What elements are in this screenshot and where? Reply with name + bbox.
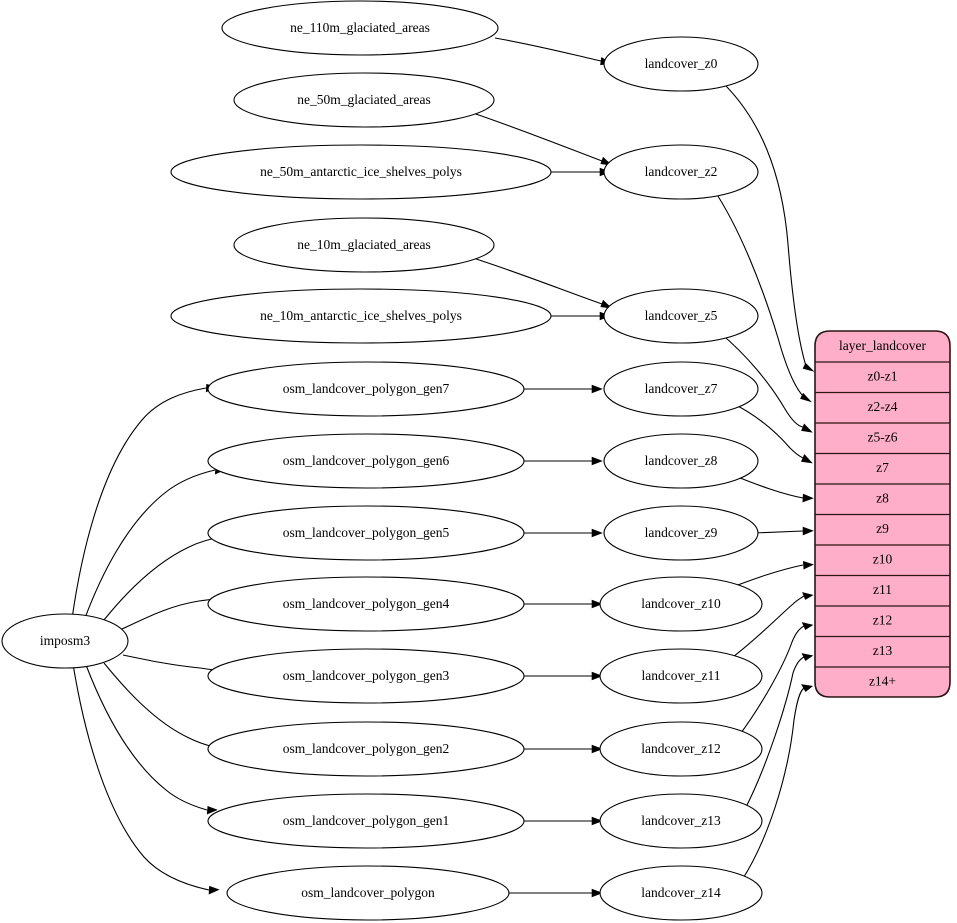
record-row-label: z11: [873, 582, 892, 597]
node-label: osm_landcover_polygon_gen5: [283, 525, 450, 540]
node-label: ne_50m_antarctic_ice_shelves_polys: [260, 164, 462, 179]
edge-gen6-to-z8: [524, 456, 603, 466]
record-row-label: z9: [876, 521, 889, 536]
record-row-label: z7: [876, 460, 889, 475]
node-landcover_z12[interactable]: landcover_z12: [599, 721, 763, 777]
node-label: osm_landcover_polygon_gen3: [283, 668, 450, 683]
node-label: ne_110m_glaciated_areas: [290, 20, 430, 35]
node-osm_landcover_polygon_gen6[interactable]: osm_landcover_polygon_gen6: [207, 433, 525, 489]
edge-z9-to-row-z9: [753, 526, 814, 536]
edge-z12-to-row-z12: [737, 622, 814, 738]
record-row-z14plus[interactable]: z14+: [869, 674, 896, 689]
node-landcover_z14[interactable]: landcover_z14: [599, 865, 763, 921]
record-row-z2-z4[interactable]: z2-z4: [815, 399, 950, 424]
node-landcover_z9[interactable]: landcover_z9: [603, 505, 759, 561]
edge-imposm3-to-polygon: [72, 663, 220, 895]
node-osm_landcover_polygon_gen3[interactable]: osm_landcover_polygon_gen3: [207, 648, 525, 704]
node-ne_110m_glaciated_areas[interactable]: ne_110m_glaciated_areas: [221, 0, 499, 56]
node-osm_landcover_polygon_gen7[interactable]: osm_landcover_polygon_gen7: [207, 361, 525, 417]
record-row-label: z2-z4: [868, 399, 898, 414]
node-label: landcover_z10: [641, 596, 721, 611]
edge-imposm3-to-gen1: [85, 664, 218, 815]
record-row-z5-z6[interactable]: z5-z6: [815, 430, 950, 455]
node-osm_landcover_polygon_gen5[interactable]: osm_landcover_polygon_gen5: [207, 505, 525, 561]
edge-gen3-to-z11: [524, 671, 603, 681]
node-landcover_z7[interactable]: landcover_z7: [603, 361, 759, 417]
node-ne_10m_glaciated_areas[interactable]: ne_10m_glaciated_areas: [233, 217, 495, 273]
edge-gen5-to-z9: [524, 528, 603, 538]
node-ne_10m_antarctic_ice_shelves_polys[interactable]: ne_10m_antarctic_ice_shelves_polys: [170, 288, 552, 344]
record-header-cell[interactable]: layer_landcover: [815, 338, 950, 363]
record-row-label: z14+: [869, 674, 896, 689]
edge-z5-to-row-z5z6: [718, 331, 813, 433]
node-landcover_z5[interactable]: landcover_z5: [603, 288, 759, 344]
record-row-z10[interactable]: z10: [815, 552, 950, 577]
node-landcover_z2[interactable]: landcover_z2: [603, 144, 759, 200]
record-row-z7[interactable]: z7: [815, 460, 950, 485]
node-label: osm_landcover_polygon_gen7: [283, 381, 450, 396]
edge-gen1-to-z13: [524, 816, 603, 826]
edge-gen2-to-z12: [524, 744, 603, 754]
landcover-node-group: landcover_z0 landcover_z2 landcover_z5 l…: [599, 36, 763, 921]
record-row-label: z12: [873, 613, 893, 628]
record-row-z11[interactable]: z11: [815, 582, 950, 607]
edge-z14-to-row-z14plus: [741, 684, 814, 881]
node-osm_landcover_polygon_gen4[interactable]: osm_landcover_polygon_gen4: [207, 576, 525, 632]
node-landcover_z8[interactable]: landcover_z8: [603, 433, 759, 489]
node-ne_50m_glaciated_areas[interactable]: ne_50m_glaciated_areas: [233, 72, 495, 128]
node-label: ne_50m_glaciated_areas: [297, 92, 430, 107]
node-label: imposm3: [40, 633, 91, 648]
record-row-z9[interactable]: z9: [815, 521, 950, 546]
node-label: osm_landcover_polygon_gen1: [283, 813, 449, 828]
record-row-label: z13: [873, 643, 893, 658]
node-imposm3[interactable]: imposm3: [1, 613, 129, 669]
node-label: landcover_z14: [641, 885, 721, 900]
osm-node-group: osm_landcover_polygon_gen7 osm_landcover…: [207, 361, 525, 921]
node-landcover_z10[interactable]: landcover_z10: [599, 576, 763, 632]
edge-z0-to-row-z0z1: [719, 79, 815, 372]
node-label: landcover_z7: [645, 381, 718, 396]
edge-z11-to-row-z11: [728, 592, 814, 661]
edge-z7-to-row-z7: [729, 401, 813, 464]
record-row-label: z5-z6: [868, 430, 898, 445]
node-label: landcover_z12: [641, 741, 720, 756]
node-label: ne_10m_glaciated_areas: [297, 237, 430, 252]
node-label: osm_landcover_polygon_gen2: [283, 741, 449, 756]
edge-gen4-to-z10: [524, 599, 603, 609]
record-row-z8[interactable]: z8: [815, 491, 950, 516]
node-label: ne_10m_antarctic_ice_shelves_polys: [260, 308, 462, 323]
record-row-label: z8: [876, 491, 889, 506]
natural-earth-node-group: ne_110m_glaciated_areas ne_50m_glaciated…: [170, 0, 552, 344]
node-label: osm_landcover_polygon: [301, 885, 435, 900]
edge-z13-to-row-z13: [744, 653, 814, 810]
edge-gen7-to-z7: [524, 384, 603, 394]
node-osm_landcover_polygon_gen1[interactable]: osm_landcover_polygon_gen1: [207, 793, 525, 849]
record-table-layer_landcover[interactable]: layer_landcover z0-z1 z2-z4 z5-z6 z7 z8 …: [814, 330, 951, 698]
node-label: landcover_z0: [645, 56, 718, 71]
record-row-z12[interactable]: z12: [815, 613, 950, 638]
node-label: landcover_z13: [641, 813, 721, 828]
node-label: landcover_z11: [642, 668, 721, 683]
node-osm_landcover_polygon[interactable]: osm_landcover_polygon: [226, 865, 510, 921]
node-ne_50m_antarctic_ice_shelves_polys[interactable]: ne_50m_antarctic_ice_shelves_polys: [170, 144, 552, 200]
edge-z2-to-row-z2z4: [713, 189, 812, 403]
node-osm_landcover_polygon_gen2[interactable]: osm_landcover_polygon_gen2: [207, 721, 525, 777]
edge-layer: [71, 37, 815, 898]
node-landcover_z11[interactable]: landcover_z11: [599, 648, 763, 704]
node-label: osm_landcover_polygon_gen4: [283, 596, 450, 611]
record-row-z13[interactable]: z13: [815, 643, 950, 668]
node-label: landcover_z9: [645, 525, 718, 540]
edge-polygon-to-z14: [509, 888, 603, 898]
node-landcover_z0[interactable]: landcover_z0: [603, 36, 759, 92]
node-label: landcover_z2: [645, 164, 718, 179]
node-label: landcover_z8: [645, 453, 718, 468]
record-row-z0-z1[interactable]: z0-z1: [815, 369, 950, 394]
node-landcover_z13[interactable]: landcover_z13: [599, 793, 763, 849]
record-row-label: z10: [873, 552, 893, 567]
record-header-label: layer_landcover: [839, 338, 926, 353]
record-row-label: z0-z1: [868, 369, 898, 384]
node-label: landcover_z5: [645, 308, 718, 323]
node-label: osm_landcover_polygon_gen6: [283, 453, 450, 468]
